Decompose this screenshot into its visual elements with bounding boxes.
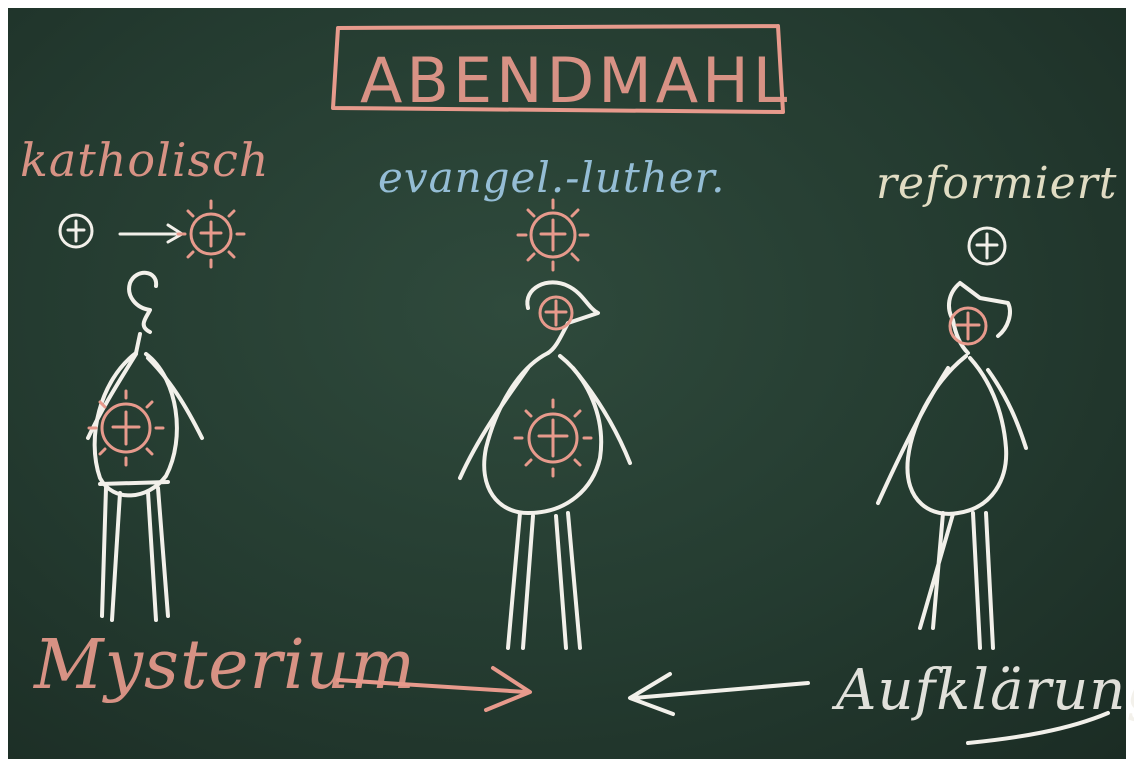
evangelisch-figure (460, 282, 630, 648)
label-aufklaerung: Aufklärung (836, 658, 1134, 723)
katholisch-heart-host-icon (89, 391, 163, 465)
katholisch-host-icon (60, 215, 92, 247)
reformiert-host-icon (969, 228, 1005, 264)
evangelisch-radiant-host-icon (518, 200, 588, 270)
label-mysterium: Mysterium (34, 626, 416, 705)
label-reformiert: reformiert (876, 158, 1117, 209)
label-evangelisch: evangel.-luther. (378, 153, 725, 202)
katholisch-arrow-icon (120, 225, 182, 242)
reformiert-figure (878, 283, 1026, 648)
label-katholisch: katholisch (20, 133, 270, 187)
board-title: ABENDMAHL (360, 44, 791, 117)
arrow-left-icon (630, 674, 808, 714)
evangelisch-mouth-host-icon (540, 297, 572, 329)
katholisch-figure (88, 273, 202, 620)
chalkboard: ABENDMAHL katholisch evangel.-luther. re… (8, 8, 1126, 759)
evangelisch-heart-host-icon (515, 400, 591, 476)
katholisch-radiant-host-icon (178, 201, 244, 267)
